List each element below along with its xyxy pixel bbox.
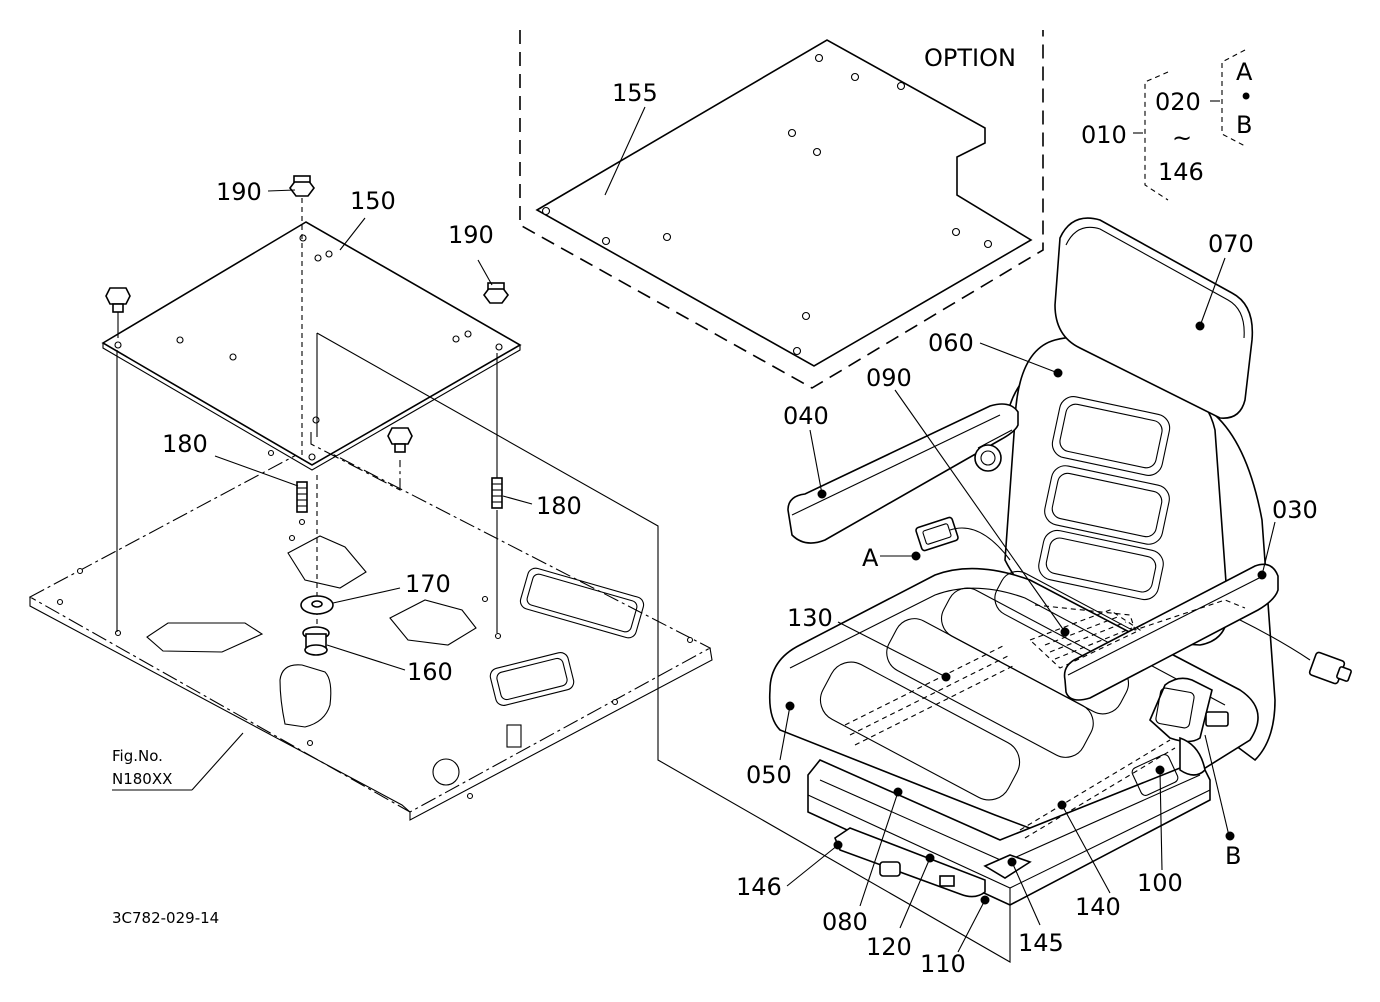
bolt-center: [387, 427, 413, 453]
label-120: 120: [866, 933, 912, 961]
figure-ref-line1: Fig.No.: [112, 747, 163, 765]
washer-170: [300, 595, 334, 615]
label-070: 070: [1208, 230, 1254, 258]
label-110: 110: [920, 950, 966, 978]
label-140: 140: [1075, 893, 1121, 921]
label-030: 030: [1272, 496, 1318, 524]
label-b-top: B: [1236, 111, 1252, 139]
option-plate-155: [535, 39, 1033, 367]
label-020: 020: [1155, 88, 1201, 116]
label-130: 130: [787, 604, 833, 632]
figure-ref-line2: N180XX: [112, 770, 172, 788]
label-050: 050: [746, 761, 792, 789]
label-190-left: 190: [216, 178, 262, 206]
label-a-top: A: [1236, 58, 1253, 86]
label-190-right: 190: [448, 221, 494, 249]
seatbelt-buckle-a: [915, 516, 1011, 561]
headrest-070: [1054, 217, 1254, 419]
seat-assembly: [768, 217, 1352, 906]
label-tilde: ~: [1172, 124, 1192, 152]
label-170: 170: [405, 570, 451, 598]
stud-180-right: [491, 477, 503, 509]
floor-plate-cutouts: [146, 535, 645, 786]
label-180-left: 180: [162, 430, 208, 458]
nut-190-right: [483, 282, 509, 304]
label-bullet: •: [1239, 83, 1253, 111]
seat-base-plate-150: [101, 221, 522, 471]
label-146-range: 146: [1158, 158, 1204, 186]
stud-180-left: [296, 481, 308, 526]
seat-cushion-050: [768, 567, 1259, 834]
label-080: 080: [822, 908, 868, 936]
leaders: [112, 49, 1276, 953]
armrest-040: [787, 403, 1019, 544]
grommet-160: [302, 626, 330, 656]
label-150: 150: [350, 187, 396, 215]
armrest-030: [1063, 563, 1279, 701]
label-146: 146: [736, 873, 782, 901]
nut-190-left: [289, 175, 315, 197]
slide-lever-145: [983, 854, 1032, 879]
option-frame: [519, 30, 1044, 389]
label-010: 010: [1081, 121, 1127, 149]
label-100: 100: [1137, 869, 1183, 897]
label-b-belt: B: [1225, 842, 1241, 870]
label-145: 145: [1018, 929, 1064, 957]
option-label: OPTION: [924, 44, 1016, 72]
label-155: 155: [612, 79, 658, 107]
label-090: 090: [866, 364, 912, 392]
label-a-belt: A: [862, 544, 879, 572]
label-060: 060: [928, 329, 974, 357]
base-plate-holes: [114, 234, 503, 461]
floor-plate-holes: [56, 449, 694, 800]
drawing-code: 3C782-029-14: [112, 909, 219, 927]
bolt-left: [105, 287, 131, 313]
label-180-right: 180: [536, 492, 582, 520]
labels: OPTION 155 010 020 ~ 146 A • B 190 150 1…: [112, 44, 1318, 978]
floor-plate: [28, 444, 713, 821]
seatbelt-retractor-b: [1149, 677, 1229, 776]
seat-switch-090: [1028, 609, 1142, 669]
label-160: 160: [407, 658, 453, 686]
label-040: 040: [783, 402, 829, 430]
option-plate-holes: [541, 53, 993, 356]
